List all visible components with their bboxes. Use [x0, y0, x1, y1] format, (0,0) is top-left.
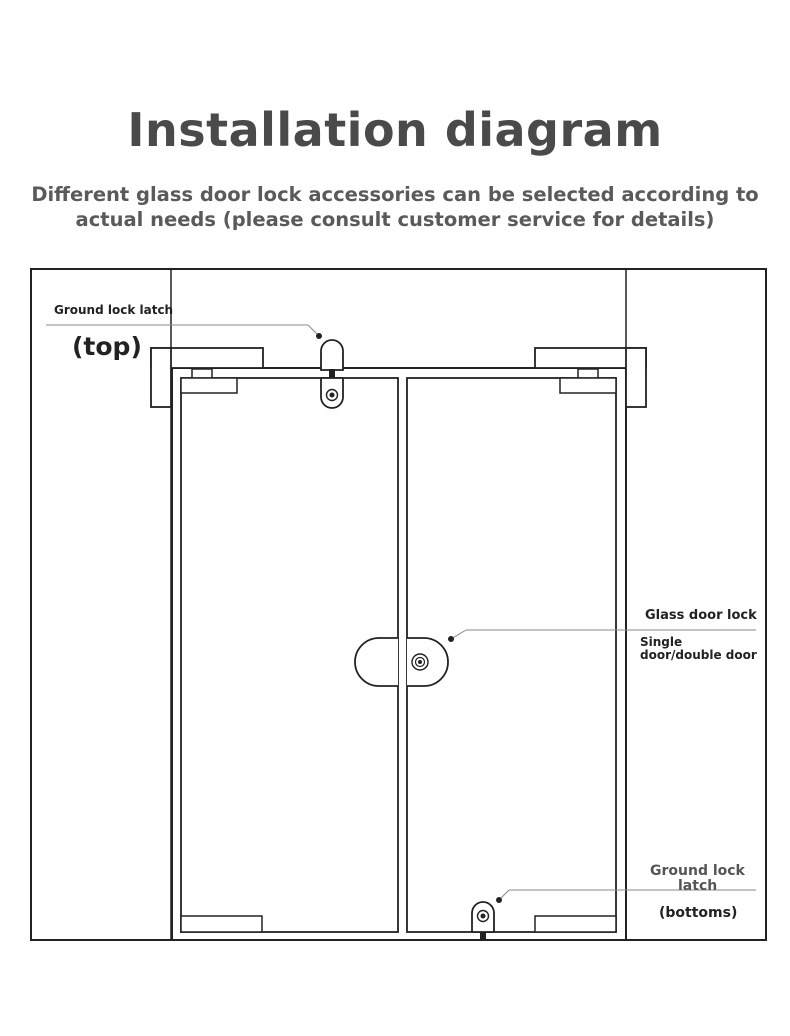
- bottom-right-patch: [534, 915, 617, 933]
- top-latch-label: Ground lock latch: [54, 303, 173, 317]
- bottom-left-patch: [180, 915, 263, 933]
- glass-lock-leader: [448, 629, 756, 642]
- glass-lock-label: Glass door lock: [645, 608, 757, 623]
- top-latch: [320, 339, 344, 409]
- glass-lock-sublabel-line1: Single: [640, 635, 682, 649]
- top-left-hinge: [150, 347, 264, 408]
- page-title: Installation diagram: [127, 103, 663, 157]
- page-subtitle: Different glass door lock accessories ca…: [31, 183, 759, 231]
- top-latch-leader: [46, 324, 322, 339]
- bottom-latch: [471, 901, 495, 941]
- bottom-latch-label-line2: latch: [678, 878, 717, 894]
- bottom-latch-sublabel: (bottoms): [659, 905, 737, 921]
- bottom-latch-label-line1: Ground lock: [650, 863, 746, 879]
- bottom-latch-leader: [496, 889, 756, 903]
- glass-lock-sublabel-line2: door/double door: [640, 648, 757, 662]
- top-latch-sublabel: (top): [72, 332, 142, 361]
- door-frame: [171, 367, 627, 941]
- glass-door-lock: [354, 637, 449, 687]
- top-right-hinge: [534, 347, 647, 408]
